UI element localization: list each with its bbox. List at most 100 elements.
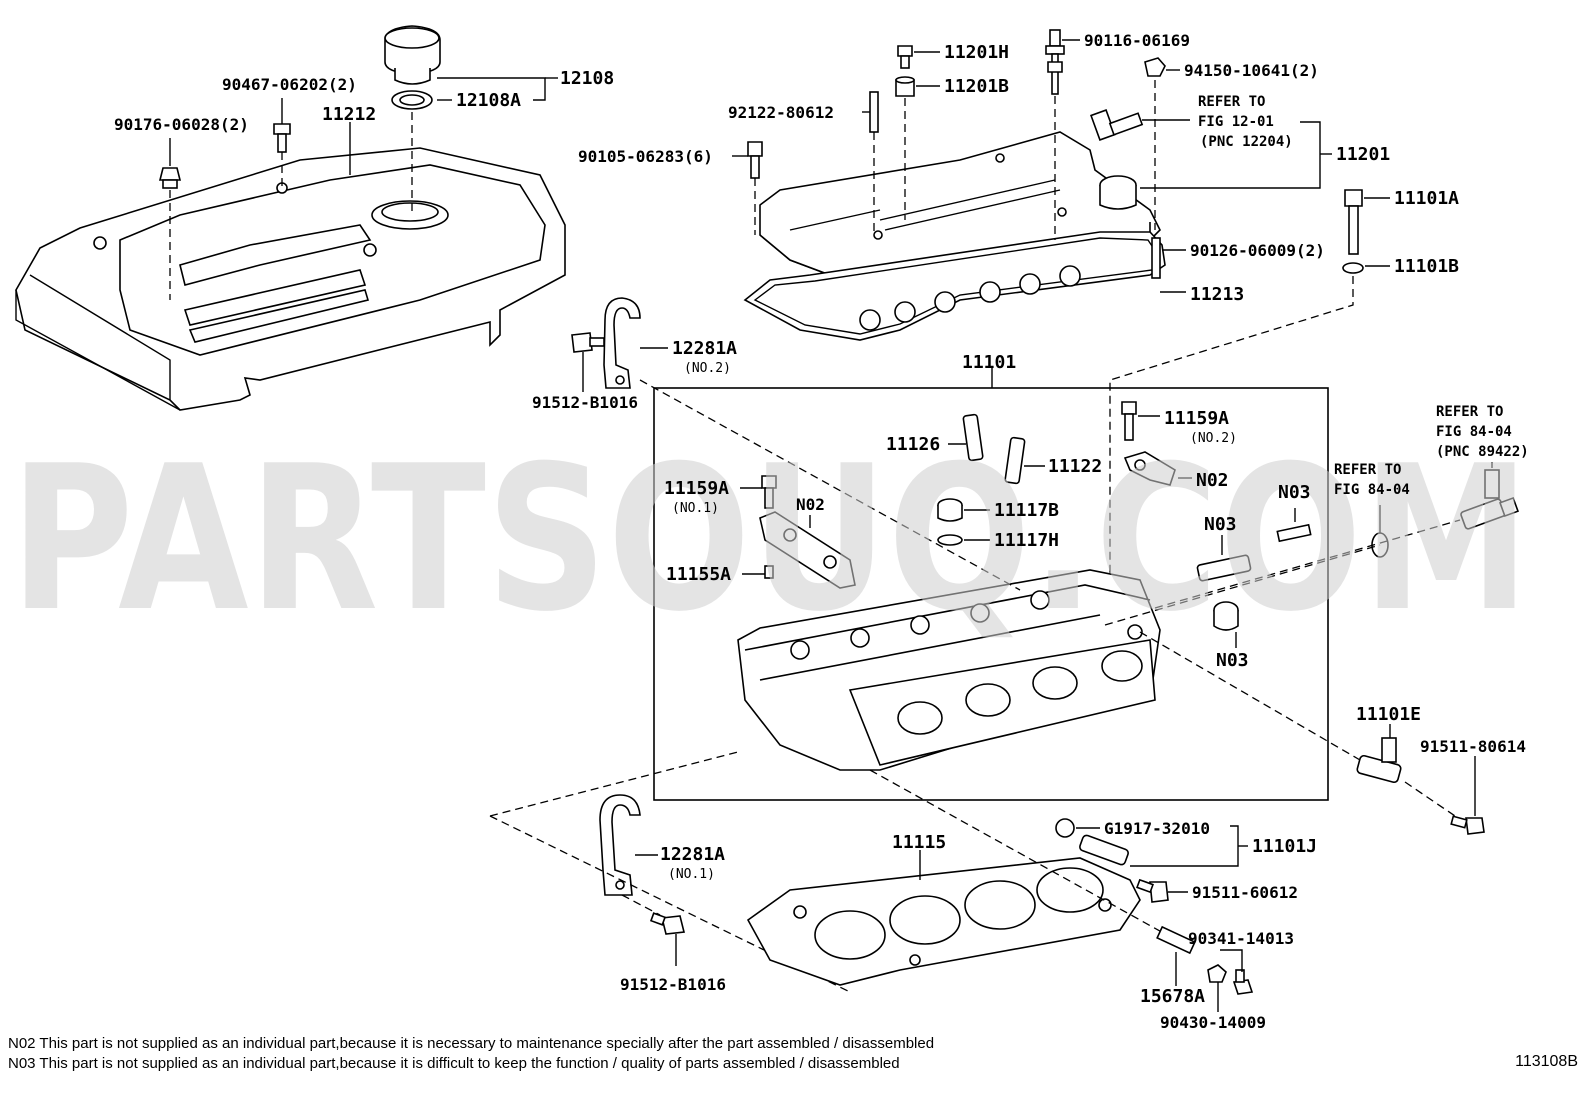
label-90341[interactable]: 90341-14013 xyxy=(1188,929,1294,948)
refer-fig-12-01-line1[interactable]: REFER TO xyxy=(1198,94,1265,110)
bushing-N03-c[interactable] xyxy=(1213,601,1239,631)
grommet-11201B[interactable] xyxy=(895,76,915,97)
bolt-11201H[interactable] xyxy=(897,45,913,69)
label-11122[interactable]: 11122 xyxy=(1048,456,1102,477)
label-11101A[interactable]: 11101A xyxy=(1394,188,1459,209)
label-11201B[interactable]: 11201B xyxy=(944,76,1009,97)
label-91511-60612[interactable]: 91511-60612 xyxy=(1192,883,1298,902)
label-12281A-no1[interactable]: 12281A xyxy=(660,844,725,865)
pipe-11126[interactable] xyxy=(962,413,984,462)
plug-11117B[interactable] xyxy=(937,498,963,522)
label-11159A-no1[interactable]: 11159A xyxy=(664,478,729,499)
nut-90176[interactable] xyxy=(158,167,182,189)
diagram-code: 113108B xyxy=(1515,1053,1578,1070)
label-11101B[interactable]: 11101B xyxy=(1394,256,1459,277)
label-N02-right[interactable]: N02 xyxy=(1196,470,1229,491)
stud-92122[interactable] xyxy=(869,91,879,133)
bolt-90467[interactable] xyxy=(273,123,291,153)
bearing-cap-N02-right[interactable] xyxy=(1123,451,1176,486)
label-11117H[interactable]: 11117H xyxy=(994,530,1059,551)
stud-N03-a[interactable] xyxy=(1276,523,1312,543)
label-12281A-no2-sub: (NO.2) xyxy=(684,361,731,376)
bracket-12281A-no2[interactable] xyxy=(603,297,641,389)
valve-cover-gasket-11213[interactable] xyxy=(743,231,1166,341)
label-11213[interactable]: 11213 xyxy=(1190,284,1244,305)
label-15678A[interactable]: 15678A xyxy=(1140,986,1205,1007)
label-11212[interactable]: 11212 xyxy=(322,104,376,125)
bolt-90105[interactable] xyxy=(747,141,763,179)
refer-fig-12-01-line2[interactable]: FIG 12-01 xyxy=(1198,114,1274,130)
bolt-91511-60612[interactable] xyxy=(1136,878,1169,903)
label-90430[interactable]: 90430-14009 xyxy=(1160,1013,1266,1032)
bolt-11159A-no2[interactable] xyxy=(1121,401,1137,441)
bolt-91512-top[interactable] xyxy=(571,332,605,353)
bolt-11159A-no1[interactable] xyxy=(761,475,777,509)
label-90467[interactable]: 90467-06202(2) xyxy=(222,75,357,94)
refer-fig-84-04-a-line3[interactable]: (PNC 89422) xyxy=(1436,444,1529,460)
label-94150[interactable]: 94150-10641(2) xyxy=(1184,61,1319,80)
label-91511-80614[interactable]: 91511-80614 xyxy=(1420,737,1526,756)
bolt-91512-bottom[interactable] xyxy=(649,912,685,935)
label-11126[interactable]: 11126 xyxy=(886,434,940,455)
pcv-valve[interactable] xyxy=(1090,109,1144,141)
cam-sensor-11101E[interactable] xyxy=(1356,737,1402,784)
label-11101E[interactable]: 11101E xyxy=(1356,704,1421,725)
cylinder-head-group-box xyxy=(653,387,1329,801)
label-91512-top[interactable]: 91512-B1016 xyxy=(532,393,638,412)
label-12281A-no2[interactable]: 12281A xyxy=(672,338,737,359)
stud-15678A[interactable] xyxy=(1156,925,1196,955)
label-11115[interactable]: 11115 xyxy=(892,832,946,853)
label-11159A-no2-sub: (NO.2) xyxy=(1190,431,1237,446)
oil-filler-cap-12108[interactable] xyxy=(384,25,441,110)
sensor-89422[interactable] xyxy=(1460,469,1519,530)
label-90126[interactable]: 90126-06009(2) xyxy=(1190,241,1325,260)
cylinder-head-11101[interactable] xyxy=(737,569,1161,771)
stud-90126[interactable] xyxy=(1151,237,1161,279)
refer-fig-84-04-b-line2[interactable]: FIG 84-04 xyxy=(1334,482,1410,498)
bracket-12281A-no1[interactable] xyxy=(599,794,641,896)
stud-N03-b[interactable] xyxy=(1196,554,1252,582)
refer-fig-12-01-line3[interactable]: (PNC 12204) xyxy=(1200,134,1293,150)
label-92122[interactable]: 92122-80612 xyxy=(728,103,834,122)
head-gasket-11115[interactable] xyxy=(746,857,1141,986)
nut-90430[interactable] xyxy=(1207,964,1227,983)
label-12108[interactable]: 12108 xyxy=(560,68,614,89)
label-11155A[interactable]: 11155A xyxy=(666,564,731,585)
label-N03-c[interactable]: N03 xyxy=(1216,650,1249,671)
label-12281A-no1-sub: (NO.1) xyxy=(668,867,715,882)
o-ring-G1917[interactable] xyxy=(1055,818,1075,838)
label-11117B[interactable]: 11117B xyxy=(994,500,1059,521)
label-11159A-no1-sub: (NO.1) xyxy=(672,501,719,516)
label-11201H[interactable]: 11201H xyxy=(944,42,1009,63)
refer-fig-84-04-a-line1[interactable]: REFER TO xyxy=(1436,404,1503,420)
label-G1917[interactable]: G1917-32010 xyxy=(1104,819,1210,838)
label-N03-b[interactable]: N03 xyxy=(1204,514,1237,535)
label-N03-a[interactable]: N03 xyxy=(1278,482,1311,503)
bolt-11101A[interactable] xyxy=(1344,189,1363,255)
label-N02-left[interactable]: N02 xyxy=(796,495,825,514)
sensor-11101J[interactable] xyxy=(1079,834,1130,866)
label-90116[interactable]: 90116-06169 xyxy=(1084,31,1190,50)
label-11101[interactable]: 11101 xyxy=(962,352,1016,373)
engine-cover-11212[interactable] xyxy=(15,147,566,411)
bolt-90341[interactable] xyxy=(1232,969,1254,995)
label-11159A-no2[interactable]: 11159A xyxy=(1164,408,1229,429)
pin-11155A[interactable] xyxy=(764,565,774,579)
label-12108A[interactable]: 12108A xyxy=(456,90,521,111)
bearing-cap-N02-left[interactable] xyxy=(759,511,856,589)
pipe-11122[interactable] xyxy=(1004,436,1026,485)
o-ring-11117H[interactable] xyxy=(937,534,963,546)
label-90105[interactable]: 90105-06283(6) xyxy=(578,147,713,166)
bolt-90116[interactable] xyxy=(1045,29,1065,95)
note-N03: N03 This part is not supplied as an indi… xyxy=(8,1055,900,1072)
label-91512-bottom[interactable]: 91512-B1016 xyxy=(620,975,726,994)
nut-94150[interactable] xyxy=(1144,57,1166,77)
refer-fig-84-04-b-line1[interactable]: REFER TO xyxy=(1334,462,1401,478)
refer-fig-84-04-a-line2[interactable]: FIG 84-04 xyxy=(1436,424,1512,440)
bolt-91511-80614[interactable] xyxy=(1450,815,1485,835)
label-11101J[interactable]: 11101J xyxy=(1252,836,1317,857)
washer-11101B[interactable] xyxy=(1342,262,1364,274)
label-11201[interactable]: 11201 xyxy=(1336,144,1390,165)
label-90176[interactable]: 90176-06028(2) xyxy=(114,115,249,134)
